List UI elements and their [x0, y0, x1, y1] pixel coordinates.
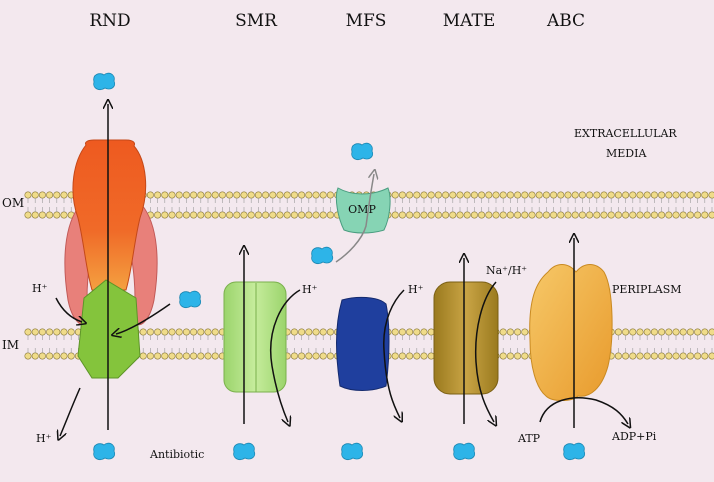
header-mate: MATE: [443, 11, 496, 31]
rnd-channel: [72, 139, 147, 291]
antibiotic-molecule-icon: [351, 142, 374, 160]
header-rnd: RND: [89, 11, 130, 31]
abc-atp-label: ATP: [517, 432, 541, 445]
antibiotic-molecule-icon: [453, 442, 476, 460]
antibiotic-molecule-icon: [233, 442, 256, 460]
outer-membrane: [24, 191, 714, 219]
header-smr: SMR: [235, 11, 278, 31]
mfs-proton-arrow: [383, 289, 405, 418]
label-periplasm: PERIPLASM: [612, 283, 682, 296]
rnd-base: [77, 279, 141, 379]
antibiotic-molecule-icon: [179, 290, 202, 308]
rnd-uptake-arrow: [116, 303, 171, 334]
mate-na-h: Na⁺/H⁺: [486, 264, 527, 277]
label-outer-membrane: OM: [2, 196, 24, 210]
rnd-h-plus-out: H⁺: [36, 432, 52, 445]
header-mfs: MFS: [346, 11, 387, 31]
rnd-h-plus-in: H⁺: [32, 282, 48, 295]
mate-pump: [433, 281, 499, 395]
abc-pump: [529, 264, 613, 401]
antibiotic-molecule-icon: [311, 246, 334, 264]
omp-protein: [335, 187, 391, 234]
label-inner-membrane: IM: [2, 338, 19, 352]
mfs-export-arrow: [335, 174, 374, 263]
antibiotic-molecule-icon: [341, 442, 364, 460]
antibiotic-label: Antibiotic: [149, 448, 204, 461]
antibiotic-molecule-icon: [93, 72, 116, 90]
mfs-h-plus: H⁺: [408, 283, 424, 296]
mfs-pump: [336, 296, 390, 391]
rnd-pump: [64, 139, 158, 379]
abc-atp-arrow: [539, 397, 628, 424]
smr-proton-arrow: [270, 289, 301, 422]
abc-adp-label: ADP+Pi: [611, 430, 657, 443]
transport-arrows: [55, 104, 628, 436]
omp-label: OMP: [348, 203, 376, 216]
label-extracellular-1: EXTRACELLULAR: [574, 127, 677, 140]
header-abc: ABC: [546, 11, 585, 31]
mate-ion-arrow: [474, 281, 496, 422]
smr-pump: [223, 281, 287, 393]
rnd-proton-in-arrow: [55, 297, 82, 322]
label-extracellular-2: MEDIA: [606, 147, 647, 160]
antibiotic-molecule-icon: [563, 442, 586, 460]
antibiotic-molecules: [93, 72, 586, 460]
rnd-proton-out-arrow: [60, 387, 81, 436]
smr-h-plus: H⁺: [302, 283, 318, 296]
antibiotic-molecule-icon: [93, 442, 116, 460]
